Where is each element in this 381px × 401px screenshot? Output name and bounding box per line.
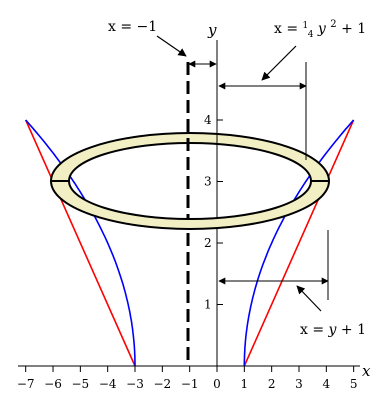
- axes: −7 −6 −5 −4 −3 −2 −1 0 1 2 3 4 5 1 2 3 4 x y: [17, 21, 371, 391]
- y-tick-label: 3: [204, 175, 212, 189]
- pointer-outer-curve: [261, 45, 297, 81]
- pointer-axis-of-rotation: [156, 35, 187, 57]
- x-tick-label: 4: [322, 377, 330, 391]
- axis-of-rotation-label: x = −1: [108, 19, 157, 35]
- x-tick-label: −1: [181, 377, 199, 391]
- x-tick-label: −4: [99, 377, 117, 391]
- annotation-labels: x = −1 x = 1 4 y 2 + 1 x = y + 1: [108, 15, 366, 338]
- y-tick-label: 2: [204, 236, 212, 250]
- annotation-pointers: [156, 35, 322, 312]
- x-tick-label: −2: [153, 377, 171, 391]
- pointer-inner-curve: [296, 285, 322, 312]
- radius-indicators: [188, 60, 329, 300]
- washer-ring-front: [49, 180, 331, 230]
- red-curve-0: [243, 119, 355, 367]
- x-tick-label: 3: [295, 377, 303, 391]
- x-tick-label: 5: [350, 377, 358, 391]
- red-curve-1: [24, 119, 136, 367]
- y-tick-label: 4: [204, 113, 212, 127]
- x-tick-label: −6: [44, 377, 62, 391]
- outer-curve-label: x = 1 4 y 2 + 1: [274, 15, 366, 41]
- blue-curve-3: [25, 119, 136, 366]
- x-axis-label: x: [362, 362, 371, 380]
- x-tick-label: 0: [213, 377, 221, 391]
- x-tick-label: −7: [17, 377, 35, 391]
- x-tick-label: 2: [268, 377, 276, 391]
- y-axis-label: y: [207, 21, 217, 39]
- inner-curve-label: x = y + 1: [300, 322, 366, 338]
- curves-group: [24, 119, 355, 367]
- blue-curve-2: [243, 119, 355, 366]
- x-tick-label: 1: [241, 377, 249, 391]
- y-ticks: 1 2 3 4: [204, 113, 223, 312]
- x-tick-label: −5: [71, 377, 89, 391]
- y-tick-label: 1: [204, 298, 212, 312]
- x-tick-label: −3: [126, 377, 144, 391]
- x-ticks: −7 −6 −5 −4 −3 −2 −1 0 1 2 3 4 5: [17, 366, 358, 391]
- washer-ring-back: [49, 132, 331, 182]
